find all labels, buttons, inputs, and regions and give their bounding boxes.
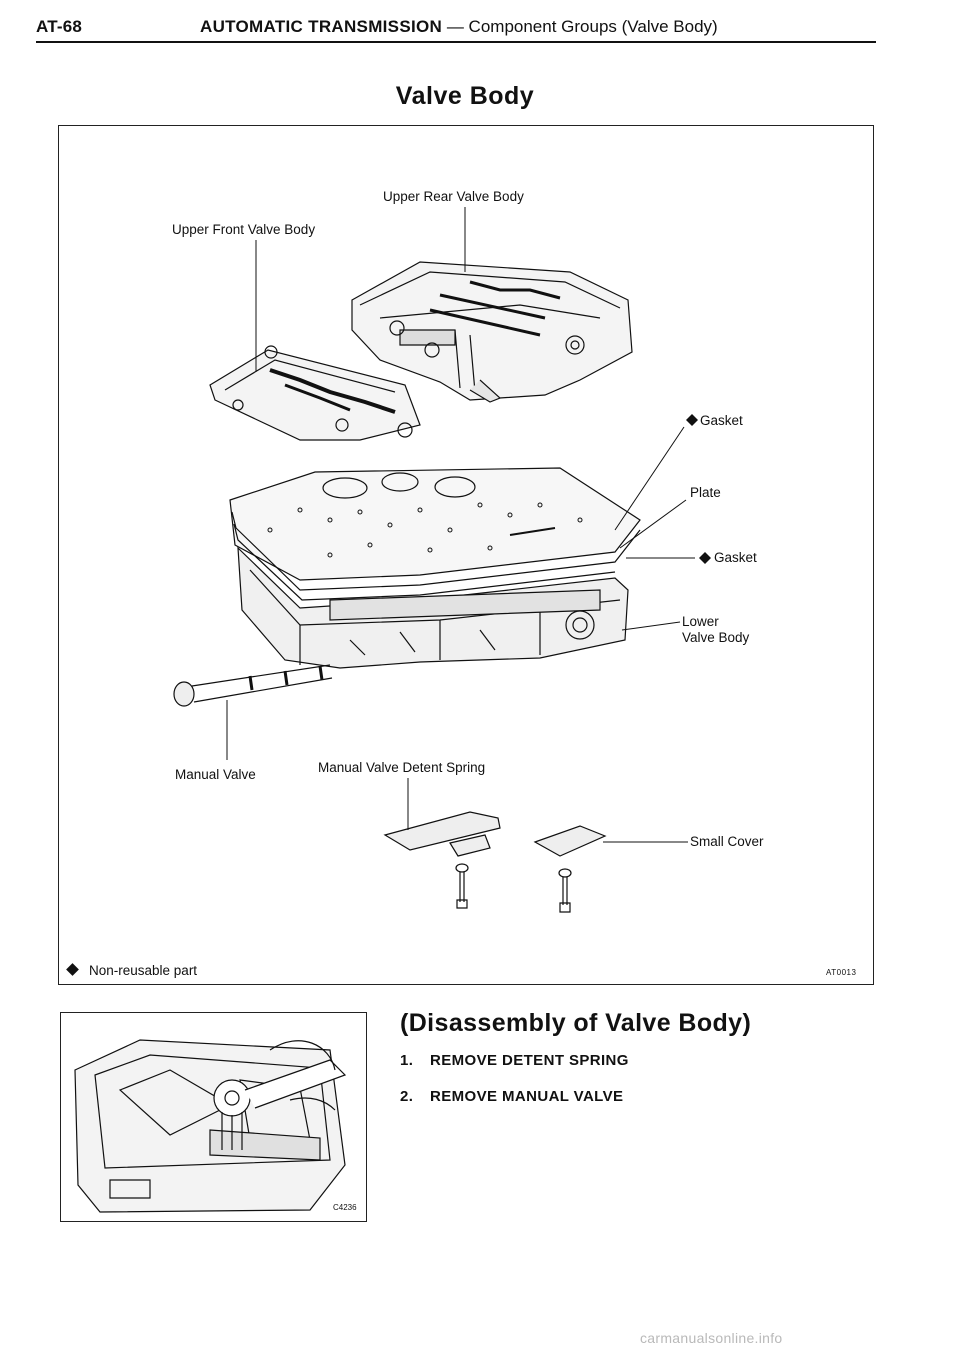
callout-gasket-upper: Gasket <box>700 413 743 428</box>
upper-front-valve-body-drawing <box>209 345 421 441</box>
step-item: 2. REMOVE MANUAL VALVE <box>400 1088 623 1105</box>
header-separator: — <box>446 17 464 36</box>
leader-lower-valve-body <box>621 621 681 631</box>
manual-valve-drawing <box>173 664 333 707</box>
leader-plate <box>619 499 687 549</box>
lower-valve-body-drawing <box>237 546 629 669</box>
header-title: AUTOMATIC TRANSMISSION — Component Group… <box>200 17 718 37</box>
disassembly-title: (Disassembly of Valve Body) <box>400 1009 752 1037</box>
step-text: REMOVE DETENT SPRING <box>430 1052 629 1069</box>
leader-lines <box>226 207 695 843</box>
header-section: AUTOMATIC TRANSMISSION <box>200 17 443 36</box>
callout-lower-valve-body: Lower Valve Body <box>682 614 749 646</box>
leader-gasket-upper <box>614 426 685 531</box>
legend-text: Non-reusable part <box>89 963 198 978</box>
callout-upper-front-valve-body: Upper Front Valve Body <box>172 222 316 237</box>
callout-lower-line1: Lower <box>682 614 719 629</box>
callout-lower-line2: Valve Body <box>682 630 750 645</box>
callout-small-cover: Small Cover <box>690 834 764 849</box>
callout-manual-valve-detent-spring: Manual Valve Detent Spring <box>318 760 486 775</box>
photo-drawing <box>74 1039 347 1213</box>
page-code: AT-68 <box>36 17 83 36</box>
callout-plate: Plate <box>690 485 721 500</box>
bolts-drawing <box>455 863 572 913</box>
step-number: 1. <box>400 1052 414 1069</box>
gasket-plate-stack-drawing <box>229 467 641 601</box>
figure-code: AT0013 <box>826 968 857 977</box>
header-subsection: Component Groups (Valve Body) <box>468 17 718 36</box>
page-title: Valve Body <box>395 82 535 110</box>
non-reusable-diamond-icon <box>66 963 79 976</box>
callout-gasket-lower: Gasket <box>714 550 757 565</box>
small-cover-drawing <box>533 825 607 857</box>
gasket-lower-diamond-icon <box>699 552 711 564</box>
legend: Non-reusable part <box>66 963 198 978</box>
upper-rear-valve-body-drawing <box>351 261 633 403</box>
callout-manual-valve: Manual Valve <box>175 767 256 782</box>
detent-spring-drawing <box>383 811 501 857</box>
non-reusable-markers <box>686 414 711 564</box>
footer-watermark: carmanualsonline.info <box>640 1330 783 1346</box>
photo-frame <box>60 1012 367 1222</box>
step-text: REMOVE MANUAL VALVE <box>430 1088 624 1105</box>
step-item: 1. REMOVE DETENT SPRING <box>400 1052 629 1069</box>
callout-upper-rear-valve-body: Upper Rear Valve Body <box>383 189 524 204</box>
step-number: 2. <box>400 1088 414 1105</box>
exploded-view-figure <box>58 125 874 985</box>
header-rule <box>36 41 876 43</box>
gasket-upper-diamond-icon <box>686 414 698 426</box>
photo-code: C4236 <box>333 1203 357 1212</box>
